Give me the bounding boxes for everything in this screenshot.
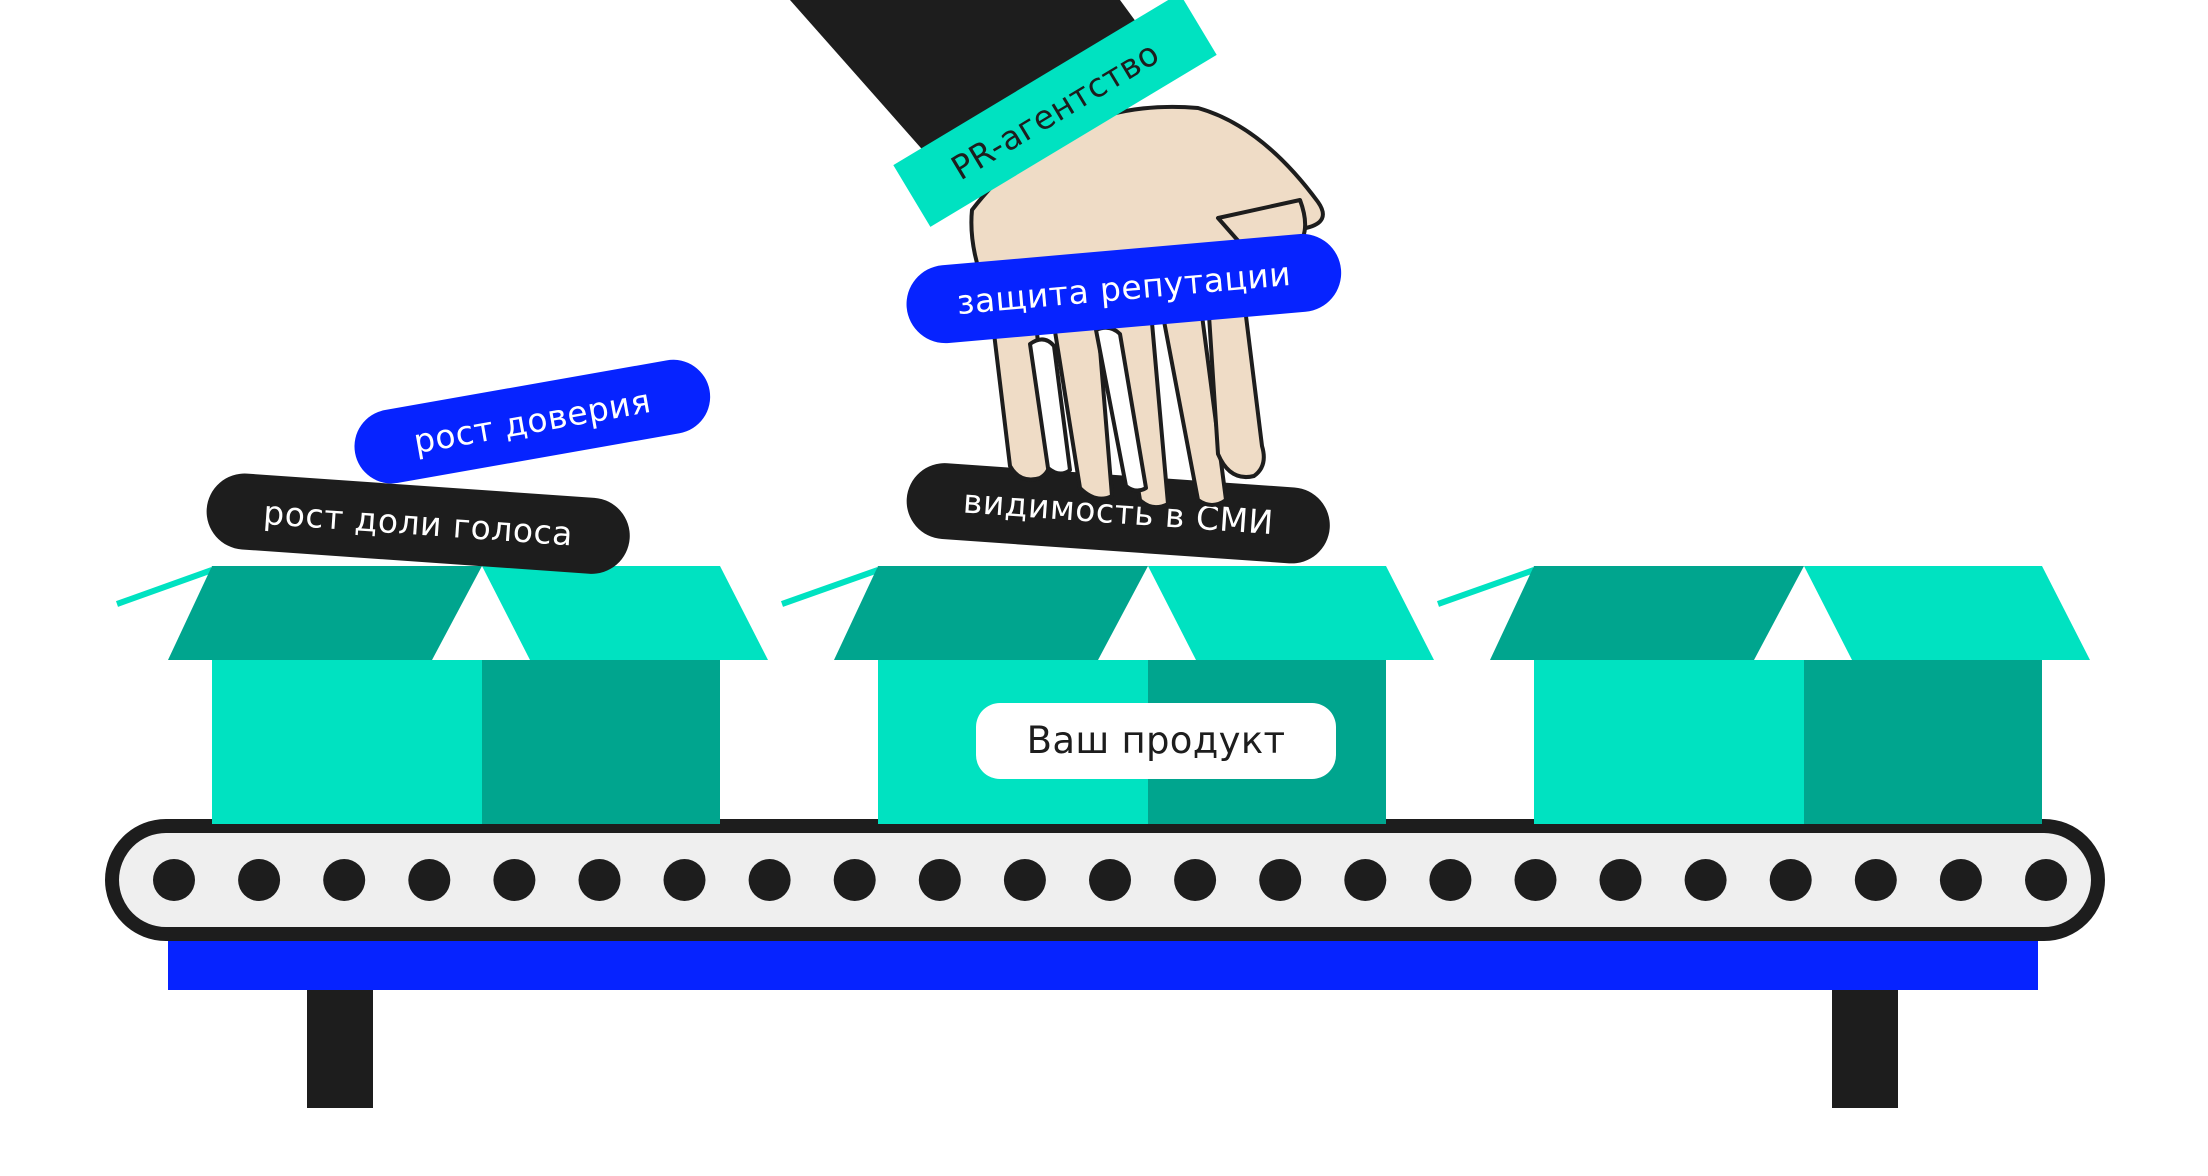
conveyor-roller bbox=[323, 859, 366, 901]
conveyor-roller bbox=[1854, 859, 1897, 901]
product-label-pill bbox=[976, 703, 1336, 779]
conveyor-roller bbox=[493, 859, 536, 901]
open-box-icon bbox=[780, 566, 1434, 824]
conveyor-roller bbox=[1599, 859, 1642, 901]
box-flap-right bbox=[1148, 566, 1434, 660]
conveyor-roller bbox=[663, 859, 706, 901]
conveyor-roller bbox=[1003, 859, 1046, 901]
conveyor-roller bbox=[1429, 859, 1472, 901]
sleeve bbox=[790, 0, 1164, 178]
open-box-icon bbox=[1436, 566, 2090, 824]
conveyor-roller bbox=[2025, 859, 2067, 901]
conveyor-roller bbox=[1344, 859, 1387, 901]
conveyor-roller bbox=[238, 859, 281, 901]
finger-crease bbox=[1028, 337, 1072, 476]
conveyor-roller bbox=[1769, 859, 1812, 901]
label-share-of-voice: рост доли голоса bbox=[206, 473, 630, 574]
box-front-left bbox=[212, 660, 482, 824]
box-flap-right bbox=[482, 566, 768, 660]
box-flap-left bbox=[834, 566, 1148, 660]
conveyor-roller bbox=[833, 859, 876, 901]
conveyor-roller bbox=[918, 859, 961, 901]
box-front-left bbox=[1534, 660, 1804, 824]
product-label-text: Ваш продукт bbox=[1027, 719, 1286, 762]
label-trust: рост доверия bbox=[354, 359, 711, 484]
conveyor-roller bbox=[1259, 859, 1302, 901]
label-reputation: защита репутации bbox=[906, 233, 1342, 344]
label-reputation-pill bbox=[906, 233, 1342, 344]
stand-leg-right bbox=[1832, 990, 1898, 1108]
conveyor-roller bbox=[1089, 859, 1131, 901]
conveyor-base-bar bbox=[168, 935, 2038, 990]
box-tape bbox=[1436, 567, 1536, 607]
conveyor-roller bbox=[1174, 859, 1217, 901]
label-share-of-voice-pill bbox=[206, 473, 630, 574]
conveyor-roller bbox=[408, 859, 451, 901]
open-box-icon bbox=[115, 566, 768, 824]
finger-2 bbox=[1048, 298, 1114, 501]
label-trust-pill bbox=[354, 359, 711, 484]
box-flap-left bbox=[168, 566, 482, 660]
finger-4 bbox=[1158, 298, 1228, 507]
conveyor-roller bbox=[153, 859, 195, 901]
box-flap-left bbox=[1490, 566, 1804, 660]
conveyor-roller bbox=[1939, 859, 1982, 901]
conveyor-roller bbox=[578, 859, 621, 901]
conveyor-roller bbox=[1514, 859, 1557, 901]
box-tape bbox=[780, 567, 880, 607]
box-front-right bbox=[482, 660, 720, 824]
conveyor-belt-icon bbox=[105, 819, 2105, 941]
conveyor-rollers bbox=[153, 859, 2067, 901]
conveyor-roller bbox=[1684, 859, 1727, 901]
conveyor-stand bbox=[168, 935, 2038, 1108]
label-media-visibility: видимость в СМИ bbox=[906, 463, 1330, 564]
conveyor-roller bbox=[748, 859, 791, 901]
finger-5 bbox=[1206, 298, 1266, 479]
stand-leg-left bbox=[307, 990, 373, 1108]
box-front-right bbox=[1804, 660, 2042, 824]
box-tape bbox=[115, 567, 214, 607]
box-flap-right bbox=[1804, 566, 2090, 660]
sleeve-tag bbox=[893, 0, 1217, 227]
product-label: Ваш продукт bbox=[976, 703, 1336, 779]
